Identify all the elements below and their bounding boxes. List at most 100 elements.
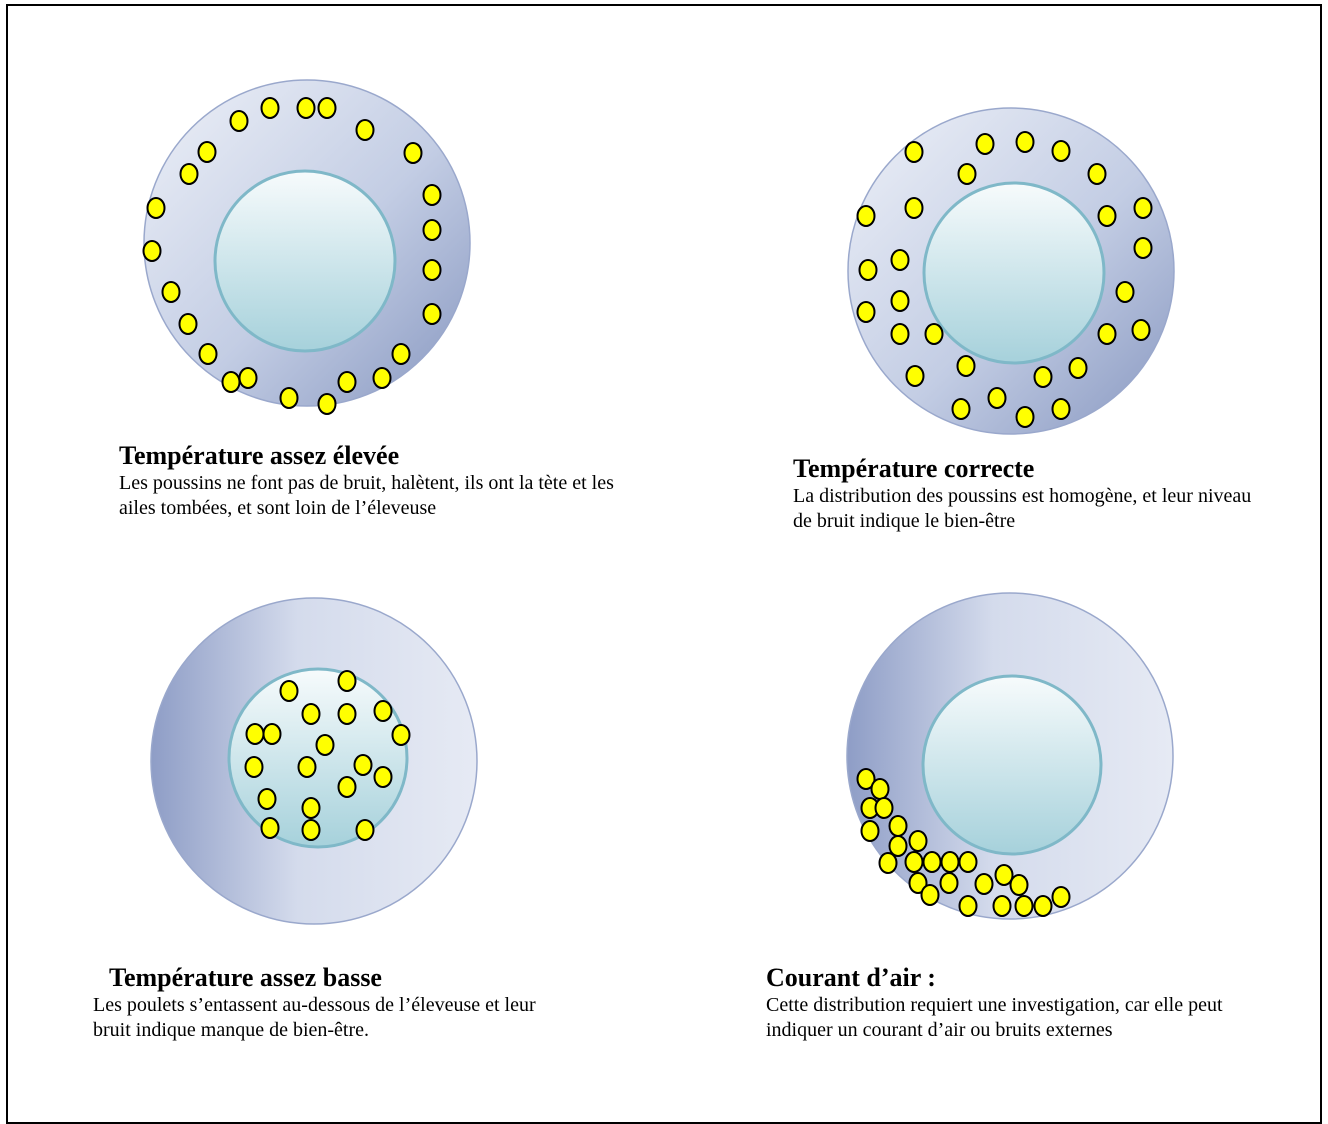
panel-description: Les poulets s’entassent au-dessous de l’… bbox=[93, 993, 563, 1043]
chick-marker bbox=[858, 206, 875, 226]
chick-marker bbox=[200, 344, 217, 364]
panel-description: La distribution des poussins est homogèn… bbox=[793, 484, 1263, 534]
brooder-heater-lamp bbox=[924, 183, 1104, 363]
panel-description: Les poussins ne font pas de bruit, halèt… bbox=[119, 471, 619, 521]
chick-marker bbox=[976, 874, 993, 894]
chick-marker bbox=[424, 304, 441, 324]
chick-marker bbox=[199, 142, 216, 162]
chick-marker bbox=[1117, 282, 1134, 302]
chick-marker bbox=[1053, 399, 1070, 419]
chick-marker bbox=[339, 671, 356, 691]
chick-marker bbox=[355, 755, 372, 775]
chick-marker bbox=[960, 896, 977, 916]
chick-marker bbox=[960, 852, 977, 872]
chick-marker bbox=[876, 798, 893, 818]
chick-marker bbox=[375, 767, 392, 787]
chick-marker bbox=[339, 704, 356, 724]
chick-marker bbox=[892, 250, 909, 270]
chick-marker bbox=[424, 260, 441, 280]
chick-marker bbox=[240, 368, 257, 388]
chick-marker bbox=[262, 818, 279, 838]
chick-marker bbox=[860, 260, 877, 280]
chick-marker bbox=[872, 779, 889, 799]
chick-marker bbox=[1053, 141, 1070, 161]
chick-marker bbox=[317, 735, 334, 755]
chick-marker bbox=[941, 873, 958, 893]
chick-marker bbox=[148, 198, 165, 218]
chick-marker bbox=[977, 134, 994, 154]
chick-marker bbox=[259, 789, 276, 809]
chick-marker bbox=[405, 143, 422, 163]
chick-marker bbox=[357, 120, 374, 140]
chick-marker bbox=[298, 98, 315, 118]
chick-marker bbox=[910, 831, 927, 851]
chick-marker bbox=[1016, 896, 1033, 916]
chick-marker bbox=[1099, 206, 1116, 226]
chick-marker bbox=[262, 98, 279, 118]
caption-air-draft: Courant d’air : Cette distribution requi… bbox=[766, 963, 1266, 1043]
chick-marker bbox=[1011, 875, 1028, 895]
brooder-low-temperature bbox=[151, 598, 477, 924]
brooder-heater-lamp bbox=[923, 676, 1101, 854]
chick-marker bbox=[994, 896, 1011, 916]
chick-marker bbox=[393, 344, 410, 364]
chick-marker bbox=[924, 852, 941, 872]
chick-marker bbox=[319, 394, 336, 414]
panel-title: Température assez basse bbox=[93, 963, 613, 993]
chick-marker bbox=[1135, 238, 1152, 258]
chick-marker bbox=[357, 820, 374, 840]
chick-marker bbox=[989, 388, 1006, 408]
chick-marker bbox=[906, 142, 923, 162]
chick-marker bbox=[424, 220, 441, 240]
chick-marker bbox=[958, 356, 975, 376]
chick-marker bbox=[246, 757, 263, 777]
panel-title: Température correcte bbox=[793, 454, 1273, 484]
brooder-heater-lamp bbox=[215, 171, 395, 351]
brooder-correct-temperature bbox=[848, 108, 1174, 434]
chick-marker bbox=[180, 314, 197, 334]
chick-marker bbox=[906, 852, 923, 872]
brooder-high-temperature bbox=[144, 80, 471, 414]
chick-marker bbox=[926, 324, 943, 344]
chick-marker bbox=[223, 372, 240, 392]
chick-marker bbox=[953, 399, 970, 419]
chick-marker bbox=[339, 777, 356, 797]
chick-marker bbox=[890, 816, 907, 836]
chick-marker bbox=[959, 164, 976, 184]
chick-marker bbox=[858, 302, 875, 322]
chick-marker bbox=[424, 185, 441, 205]
panel-description: Cette distribution requiert une investig… bbox=[766, 993, 1256, 1043]
chick-marker bbox=[880, 853, 897, 873]
chick-marker bbox=[231, 111, 248, 131]
caption-correct-temperature: Température correcte La distribution des… bbox=[793, 454, 1273, 534]
chick-marker bbox=[1089, 164, 1106, 184]
chick-marker bbox=[1053, 887, 1070, 907]
chick-marker bbox=[303, 704, 320, 724]
chick-marker bbox=[1133, 320, 1150, 340]
chick-marker bbox=[181, 164, 198, 184]
chick-marker bbox=[1017, 132, 1034, 152]
chick-marker bbox=[163, 282, 180, 302]
chick-marker bbox=[319, 98, 336, 118]
chick-marker bbox=[299, 757, 316, 777]
chick-marker bbox=[281, 681, 298, 701]
panel-title: Température assez élevée bbox=[119, 441, 679, 471]
chick-marker bbox=[247, 724, 264, 744]
chick-marker bbox=[281, 388, 298, 408]
caption-low-temperature: Température assez basse Les poulets s’en… bbox=[93, 963, 613, 1043]
chick-marker bbox=[890, 836, 907, 856]
chick-marker bbox=[374, 368, 391, 388]
chick-marker bbox=[942, 852, 959, 872]
chick-marker bbox=[303, 820, 320, 840]
chick-marker bbox=[375, 701, 392, 721]
chick-marker bbox=[1070, 358, 1087, 378]
chick-marker bbox=[907, 366, 924, 386]
chick-marker bbox=[1135, 198, 1152, 218]
chick-marker bbox=[922, 885, 939, 905]
chick-marker bbox=[862, 821, 879, 841]
chick-marker bbox=[1035, 896, 1052, 916]
chick-marker bbox=[892, 324, 909, 344]
chick-marker bbox=[393, 725, 410, 745]
chick-marker bbox=[144, 241, 161, 261]
